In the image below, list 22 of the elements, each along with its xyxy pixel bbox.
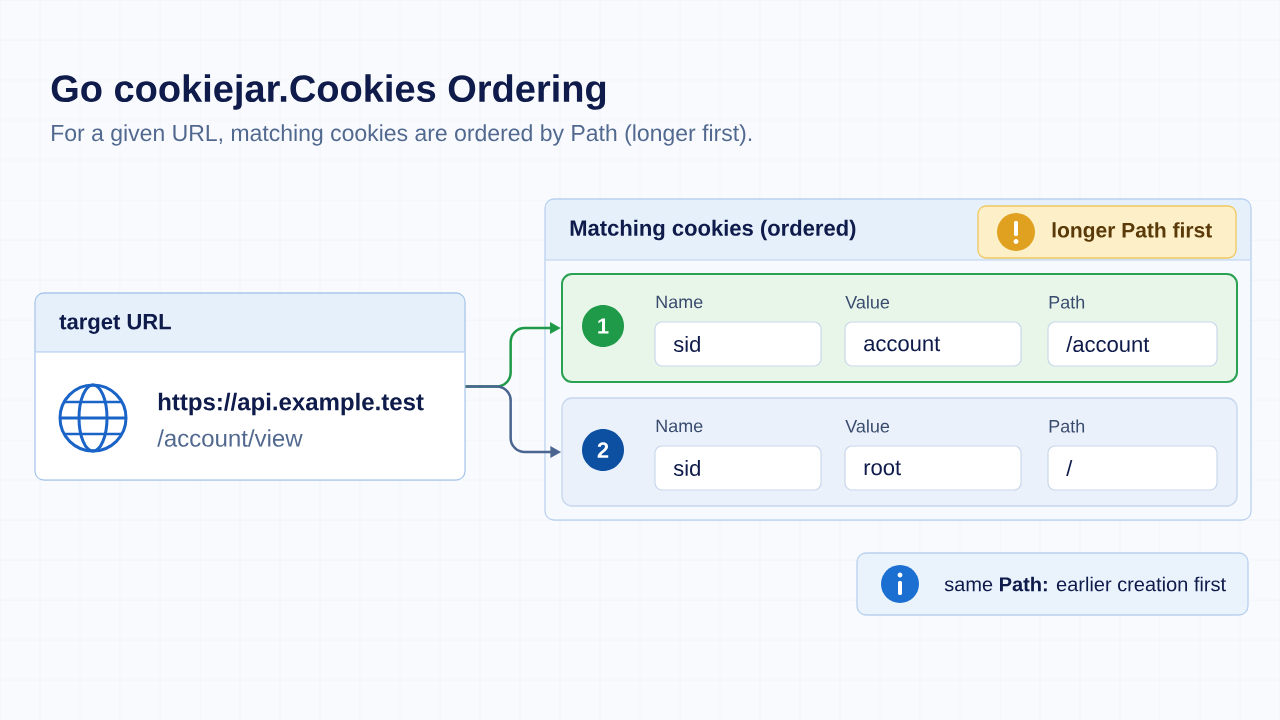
- title: Go cookiejar.Cookies Ordering: [51, 74, 606, 110]
- field-label: Path: [1049, 295, 1085, 309]
- value-field: sid: [654, 445, 822, 491]
- box-heading: Matching cookies (ordered): [570, 219, 856, 241]
- field-label: Name: [656, 295, 703, 309]
- warning-badge: longer Path first: [977, 205, 1237, 259]
- value-field: account: [844, 321, 1022, 367]
- subtitle: For a given URL, matching cookies are ordered by Path (longer first).: [52, 124, 752, 146]
- url-path: /account/view: [157, 429, 303, 447]
- field-label: Name: [656, 419, 703, 433]
- field-label: Path: [1049, 419, 1085, 433]
- info-note: same Path: earlier creation first: [856, 552, 1249, 616]
- value-field: /account: [1047, 321, 1218, 367]
- rank-badge: 1: [582, 305, 624, 347]
- value-field: /: [1047, 445, 1218, 491]
- value-field: sid: [654, 321, 822, 367]
- box-heading: target URL: [59, 314, 171, 334]
- url-host: https://api.example.test: [158, 392, 424, 416]
- field-label: Value: [845, 419, 890, 433]
- field-label: Value: [845, 295, 890, 309]
- rank-badge: 2: [582, 429, 624, 471]
- value-field: root: [844, 445, 1022, 491]
